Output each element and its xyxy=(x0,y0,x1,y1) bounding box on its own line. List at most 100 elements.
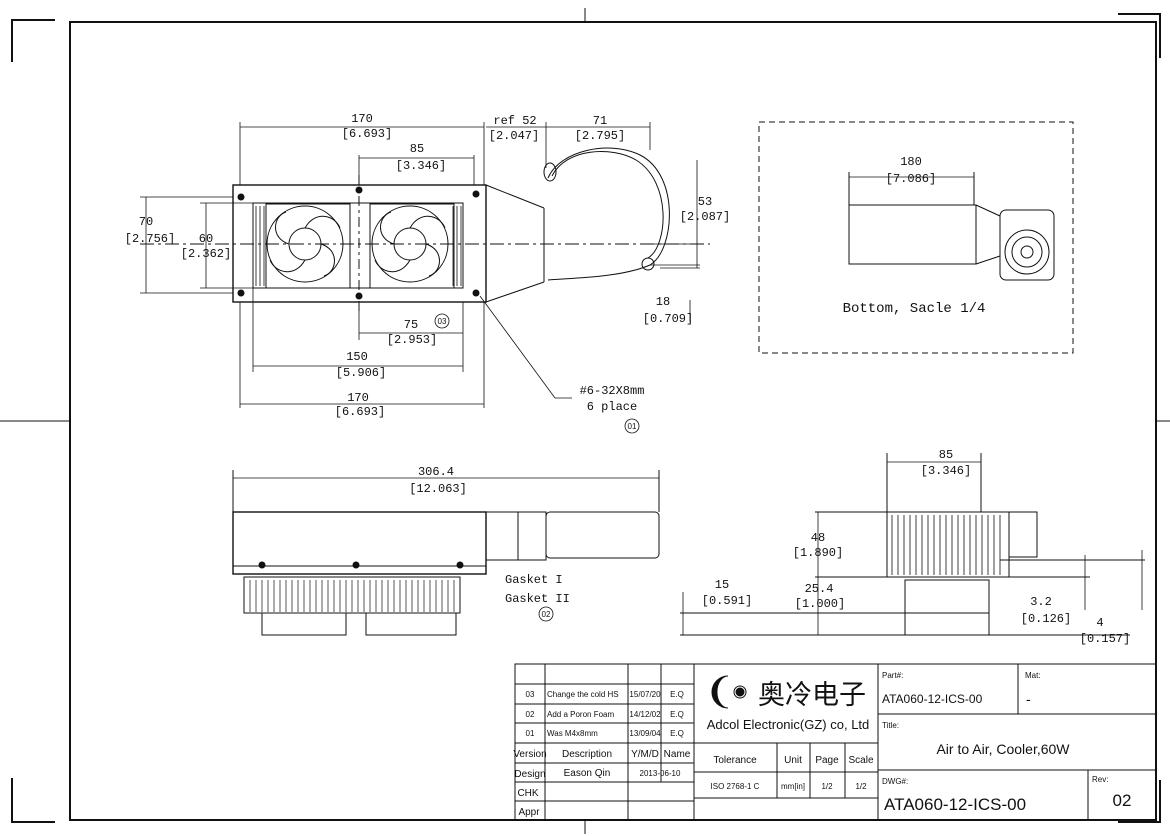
material-value: - xyxy=(1026,691,1031,707)
fan-left xyxy=(265,203,351,289)
dim-85: 85 xyxy=(410,142,424,156)
title-label: Title: xyxy=(882,721,899,730)
screw-note: #6-32X8mm xyxy=(580,384,645,398)
dim-150-inch: [5.906] xyxy=(336,366,386,380)
end-view-outline xyxy=(680,453,1145,636)
dim-18-inch: [0.709] xyxy=(643,312,693,326)
svg-text:01: 01 xyxy=(628,422,637,431)
svg-text:03: 03 xyxy=(526,690,535,699)
dim-150: 150 xyxy=(346,350,368,364)
dim-4: 4 xyxy=(1096,616,1103,630)
svg-text:13/09/04: 13/09/04 xyxy=(629,729,661,738)
dim-60-inch: [2.362] xyxy=(181,247,231,261)
rev-value: 02 xyxy=(1113,791,1132,810)
revision-row: 02 Add a Poron Foam 14/12/02 E.Q xyxy=(526,710,684,719)
dim-18: 18 xyxy=(656,295,670,309)
svg-text:Change the cold HS: Change the cold HS xyxy=(547,690,619,699)
dim-bottom-170-inch: [6.693] xyxy=(335,405,385,419)
dwg-number: ATA060-12-ICS-00 xyxy=(884,795,1026,814)
dim-70-inch: [2.756] xyxy=(125,232,175,246)
dim-306-inch: [12.063] xyxy=(409,482,467,496)
scale-value: 1/2 xyxy=(855,782,867,791)
svg-text:01: 01 xyxy=(526,729,535,738)
dim-4-inch: [0.157] xyxy=(1080,632,1130,646)
svg-text:E.Q: E.Q xyxy=(670,690,684,699)
screw-qty-note: 6 place xyxy=(587,400,637,414)
company-name-en: Adcol Electronic(GZ) co, Ltd xyxy=(707,717,870,732)
page-label: Page xyxy=(815,755,839,766)
dim-15: 15 xyxy=(715,578,729,592)
dim-180-inch: [7.086] xyxy=(886,172,936,186)
svg-text:E.Q: E.Q xyxy=(670,710,684,719)
dim-ref52: ref 52 xyxy=(493,114,536,128)
drawing-title: Air to Air, Cooler,60W xyxy=(936,741,1070,757)
dim-71: 71 xyxy=(593,114,607,128)
dim-85-end: 85 xyxy=(939,448,953,462)
balloon-02: 02 xyxy=(538,606,554,622)
bottom-view-outline xyxy=(758,121,1074,354)
title-block-grid xyxy=(514,663,1157,821)
page-value: 1/2 xyxy=(821,782,833,791)
dim-306: 306.4 xyxy=(418,465,454,479)
revision-header-version: Version xyxy=(513,749,546,760)
dim-170: 170 xyxy=(351,112,373,126)
bottom-view-text: 180 [7.086] Bottom, Sacle 1/4 xyxy=(843,155,986,317)
dim-180: 180 xyxy=(900,155,922,169)
revision-header-description: Description xyxy=(562,749,612,760)
dim-170-inch: [6.693] xyxy=(342,127,392,141)
top-view-dimension-lines xyxy=(140,122,700,408)
designer-name: Eason Qin xyxy=(564,768,611,779)
balloon-03: 03 xyxy=(434,313,450,329)
dwg-label: DWG#: xyxy=(882,777,908,786)
svg-text:14/12/02: 14/12/02 xyxy=(629,710,661,719)
fan-right xyxy=(369,203,455,289)
tolerance-label: Tolerance xyxy=(713,755,757,766)
side-view-outline xyxy=(232,470,660,636)
balloon-01: 01 xyxy=(624,418,640,434)
dim-60: 60 xyxy=(199,232,213,246)
dim-ref52-inch: [2.047] xyxy=(489,129,539,143)
dim-15-inch: [0.591] xyxy=(702,594,752,608)
gasket-2-label: Gasket II xyxy=(505,592,570,606)
dim-53: 53 xyxy=(698,195,712,209)
tolerance-value: ISO 2768-1 C xyxy=(711,782,760,791)
svg-text:Add a Poron Foam: Add a Poron Foam xyxy=(547,710,614,719)
dim-48: 48 xyxy=(811,531,825,545)
dim-75: 75 xyxy=(404,318,418,332)
mounting-holes xyxy=(237,186,480,300)
top-view-outline xyxy=(140,147,710,312)
dim-25: 25.4 xyxy=(805,582,834,596)
company-name-cn: 奥冷电子 xyxy=(758,680,866,711)
appr-label: Appr xyxy=(518,807,540,818)
svg-text:15/07/20: 15/07/20 xyxy=(629,690,661,699)
dim-3-2-inch: [0.126] xyxy=(1021,612,1071,626)
scale-label: Scale xyxy=(848,755,873,766)
dim-70: 70 xyxy=(139,215,153,229)
bottom-view-caption: Bottom, Sacle 1/4 xyxy=(843,301,986,317)
top-view-dimensions: 170 [6.693] 85 [3.346] ref 52 [2.047] 71… xyxy=(125,112,730,419)
dim-bottom-170: 170 xyxy=(347,391,369,405)
dim-71-inch: [2.795] xyxy=(575,129,625,143)
design-label: Design xyxy=(514,769,545,780)
chk-label: CHK xyxy=(517,788,538,799)
revision-header-date: Y/M/D xyxy=(631,749,659,760)
revision-row: 03 Change the cold HS 15/07/20 E.Q xyxy=(526,690,684,699)
revision-row: 01 Was M4x8mm 13/09/04 E.Q xyxy=(526,729,684,738)
unit-label: Unit xyxy=(784,755,802,766)
side-view-screws xyxy=(258,561,464,569)
dim-25-inch: [1.000] xyxy=(795,597,845,611)
unit-value: mm[in] xyxy=(781,782,805,791)
part-number: ATA060-12-ICS-00 xyxy=(882,692,983,706)
end-view-text: 85 [3.346] 48 [1.890] 15 [0.591] 25.4 [1… xyxy=(702,448,1130,646)
revision-header-name: Name xyxy=(664,749,691,760)
dim-85-end-inch: [3.346] xyxy=(921,464,971,478)
design-date: 2013-06-10 xyxy=(640,769,681,778)
company-logo xyxy=(711,675,747,709)
dim-53-inch: [2.087] xyxy=(680,210,730,224)
svg-text:02: 02 xyxy=(542,610,551,619)
heatsink-fins xyxy=(255,206,462,286)
part-label: Part#: xyxy=(882,671,903,680)
material-label: Mat: xyxy=(1025,671,1041,680)
gasket-1-label: Gasket I xyxy=(505,573,563,587)
dim-48-inch: [1.890] xyxy=(793,546,843,560)
